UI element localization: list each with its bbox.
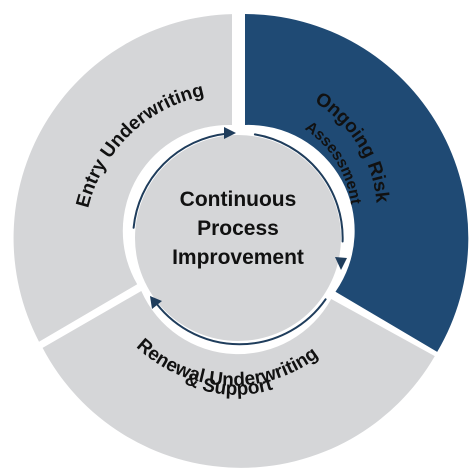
segment-ongoing-risk-assessment bbox=[245, 14, 469, 352]
arrowhead-bottom-icon bbox=[150, 296, 162, 309]
segment-entry-underwriting bbox=[13, 14, 232, 342]
center-label-line3: Improvement bbox=[172, 246, 304, 269]
center-label-line1: Continuous bbox=[180, 188, 297, 211]
arrowhead-right-icon bbox=[335, 257, 347, 270]
cycle-arrowheads bbox=[150, 127, 347, 309]
segment-renewal-underwriting bbox=[42, 291, 435, 468]
cycle-arrow-bottom bbox=[152, 298, 327, 346]
center-disc bbox=[135, 135, 341, 341]
center-label-line2: Process bbox=[197, 217, 279, 240]
cycle-arrow-top bbox=[132, 132, 228, 229]
cycle-arrows bbox=[132, 132, 344, 346]
arrowhead-top-icon bbox=[224, 127, 236, 139]
cycle-arrow-right bbox=[253, 133, 344, 243]
